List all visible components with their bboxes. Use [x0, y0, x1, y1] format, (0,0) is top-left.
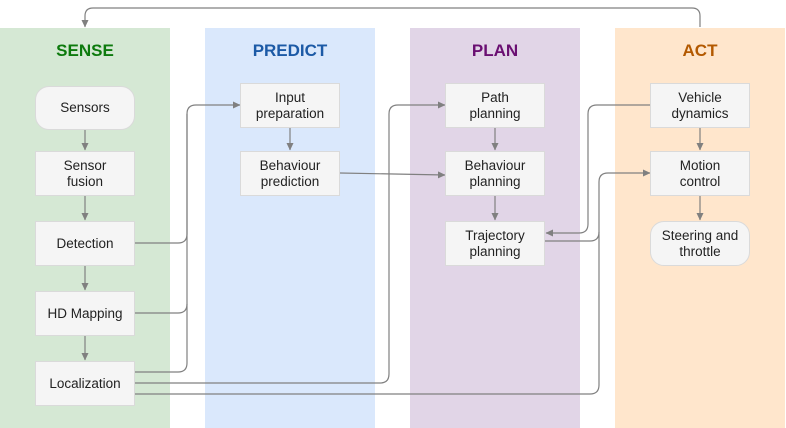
lane-title-predict: PREDICT [252, 41, 328, 60]
lane-title-sense: SENSE [56, 41, 114, 60]
lane-title-act: ACT [682, 41, 718, 60]
lane-title-plan: PLAN [471, 41, 519, 60]
node-vehicle-dynamics[interactable]: Vehicle dynamics [650, 83, 750, 128]
node-steering-throttle[interactable]: Steering and throttle [650, 221, 750, 266]
node-trajectory-planning[interactable]: Trajectory planning [445, 221, 545, 266]
node-behaviour-planning[interactable]: Behaviour planning [445, 151, 545, 196]
node-behaviour-prediction[interactable]: Behaviour prediction [240, 151, 340, 196]
node-localization[interactable]: Localization [35, 361, 135, 406]
edge-act-to-sense [81, 7, 701, 28]
node-sensor-fusion[interactable]: Sensor fusion [35, 151, 135, 196]
node-sensors[interactable]: Sensors [35, 86, 135, 130]
node-detection[interactable]: Detection [35, 221, 135, 266]
node-path-planning[interactable]: Path planning [445, 83, 545, 128]
node-motion-control[interactable]: Motion control [650, 151, 750, 196]
node-hd-mapping[interactable]: HD Mapping [35, 291, 135, 336]
node-input-preparation[interactable]: Input preparation [240, 83, 340, 128]
